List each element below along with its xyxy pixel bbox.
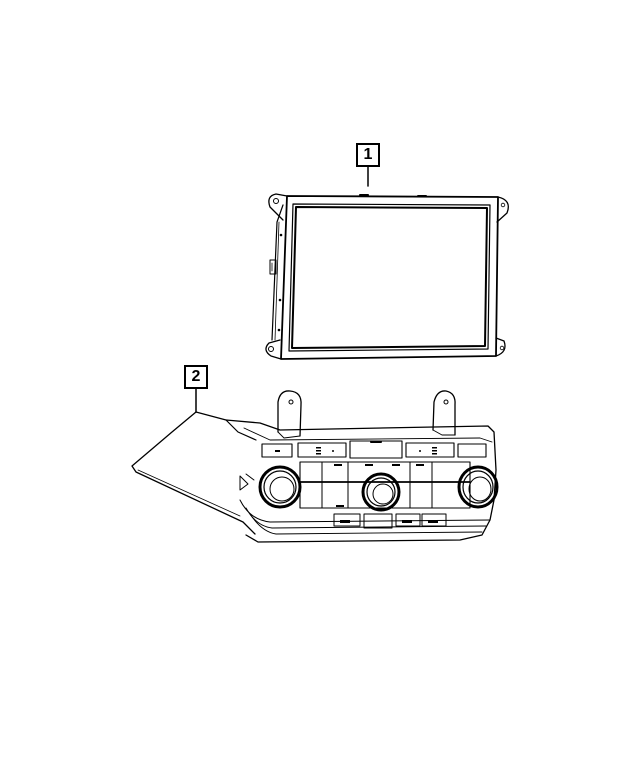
knob-right [457, 465, 499, 509]
callout-number: 2 [191, 368, 201, 385]
knob-center [361, 472, 401, 512]
callout-number: 1 [363, 146, 373, 163]
display-screen-part [265, 166, 509, 360]
control-bezel-part [131, 388, 499, 543]
callout-2: 2 [184, 365, 208, 389]
callout-1: 1 [356, 143, 380, 167]
knob-left [258, 465, 302, 509]
